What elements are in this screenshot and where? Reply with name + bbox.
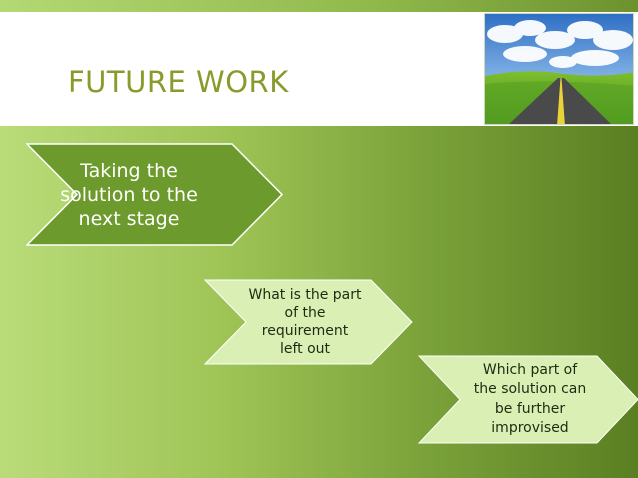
- step-1-chevron: Taking the solution to the next stage: [26, 143, 284, 246]
- step-2-label: What is the part of the requirement left…: [248, 287, 362, 357]
- step-2-chevron: What is the part of the requirement left…: [204, 279, 414, 365]
- step-3-label: Which part of the solution can be furthe…: [473, 361, 587, 437]
- top-accent-strip: [0, 0, 638, 12]
- slide-title: FUTURE WORK: [68, 65, 289, 99]
- step-2-chevron-shape: [204, 279, 413, 365]
- step-3-chevron: Which part of the solution can be furthe…: [418, 355, 638, 444]
- step-3-chevron-shape: [418, 355, 638, 444]
- step-1-label: Taking the solution to the next stage: [60, 159, 198, 230]
- road-landscape-photo: [484, 13, 634, 125]
- step-1-chevron-shape: [26, 143, 284, 246]
